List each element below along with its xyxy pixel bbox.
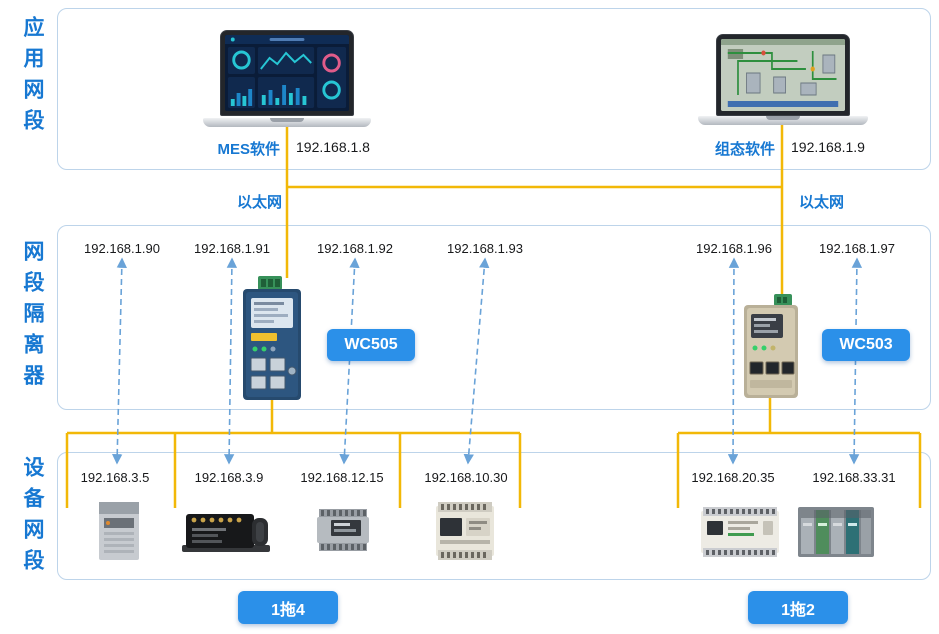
isolator-ip-2: 192.168.1.91: [194, 241, 270, 256]
isolator-ip-5: 192.168.1.96: [696, 241, 772, 256]
wc503-model-badge: WC503: [822, 329, 910, 361]
section-title-app: 应用网段: [21, 16, 44, 140]
ethernet-label-left: 以太网: [237, 194, 283, 211]
scada-laptop-base: [698, 116, 868, 125]
plc-device-4-icon: [436, 502, 494, 565]
mes-host-ip: 192.168.1.8: [296, 139, 370, 155]
wc503-gateway-device-icon: [744, 294, 798, 403]
isolator-ip-4: 192.168.1.93: [447, 241, 523, 256]
wc505-gateway-device-icon: [243, 276, 301, 405]
section-title-devices: 设备网段: [21, 456, 44, 580]
section-title-isolator: 网段隔离器: [21, 240, 44, 395]
scada-host-label: 组态软件: [714, 141, 775, 158]
plc-device-2-icon: [182, 511, 270, 558]
device-ip-3: 192.168.12.15: [300, 470, 384, 485]
isolator-ip-3: 192.168.1.92: [317, 241, 393, 256]
group-badge-1-to-2: 1拖2: [748, 591, 848, 624]
wc505-model-badge: WC505: [327, 329, 415, 361]
device-ip-2: 192.168.3.9: [194, 470, 264, 485]
plc-device-5-icon: [701, 507, 779, 562]
mes-laptop-base: [203, 118, 371, 127]
isolator-ip-1: 192.168.1.90: [84, 241, 160, 256]
mes-host-label: MES软件: [217, 141, 280, 158]
ethernet-label-right: 以太网: [799, 194, 845, 211]
plc-device-3-icon: [317, 509, 369, 556]
mes-laptop-screen: [220, 30, 354, 116]
scada-laptop-notch: [766, 116, 800, 120]
group-badge-1-to-4: 1拖4: [238, 591, 338, 624]
mes-dashboard-screen-icon: [225, 35, 349, 111]
device-ip-1: 192.168.3.5: [80, 470, 150, 485]
scada-laptop: [698, 34, 868, 127]
device-ip-6: 192.168.33.31: [812, 470, 896, 485]
scada-host-ip: 192.168.1.9: [791, 139, 865, 155]
mes-laptop-notch: [270, 118, 304, 122]
device-ip-4: 192.168.10.30: [424, 470, 508, 485]
plc-device-6-icon: [798, 505, 874, 564]
scada-laptop-screen: [716, 34, 850, 116]
device-ip-5: 192.168.20.35: [691, 470, 775, 485]
isolator-ip-6: 192.168.1.97: [819, 241, 895, 256]
plc-device-1-icon: [99, 502, 139, 565]
mes-laptop: [203, 30, 371, 127]
scada-screen-icon: [721, 39, 845, 111]
